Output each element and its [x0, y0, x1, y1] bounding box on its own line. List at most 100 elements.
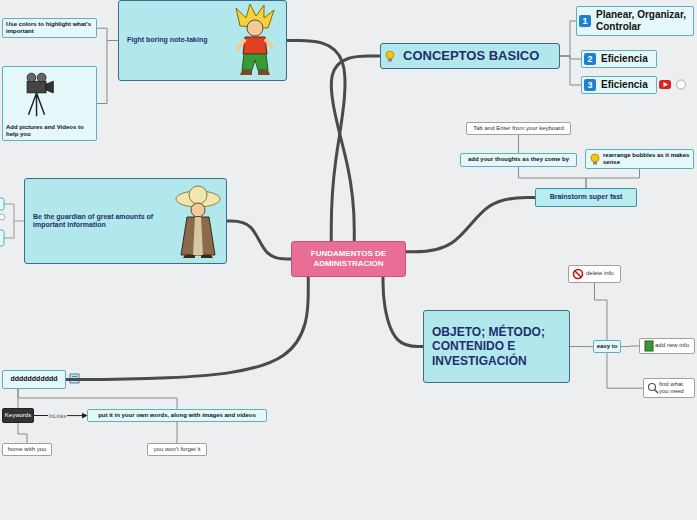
book-cover [645, 341, 653, 351]
cut-icon [0, 214, 5, 220]
topic-text: home with you [8, 446, 47, 453]
sub-branch [177, 422, 178, 443]
sub-branch [518, 135, 519, 153]
topic-text: OBJETO; MÉTODO; CONTENIDO E INVESTIGACIÓ… [432, 325, 551, 368]
main-branch [406, 198, 535, 252]
main-branch [287, 41, 345, 242]
edge-label: InLinks [48, 413, 67, 419]
lens [649, 384, 656, 391]
topic-text: add new info [655, 342, 689, 349]
topic-text: ddddddddddd [10, 375, 57, 383]
topic-text: find what you need [659, 381, 692, 395]
topic-icon [572, 268, 584, 280]
reel [37, 73, 46, 82]
main-branch [227, 221, 291, 259]
forbid-bar [575, 271, 581, 277]
topic-text: Fight boring note-taking [127, 36, 208, 44]
topic-text: put it in your own words, along with ima… [98, 412, 256, 419]
subtopic: Brainstorm super fast [535, 188, 637, 207]
sub-branch [18, 423, 27, 443]
subtopic: rearrange bubbles as it makes sense [585, 149, 694, 169]
central-topic: FUNDAMENTOS DE ADMINISTRACION [291, 241, 406, 277]
face [247, 20, 263, 36]
forbid-ring [574, 270, 583, 279]
main-topic: CONCEPTOS BASICO [380, 43, 560, 69]
subtopic: find what you need [643, 378, 695, 398]
main-topic: OBJETO; MÉTODO; CONTENIDO E INVESTIGACIÓ… [423, 310, 570, 383]
subtopic: Planear, Organizar, Controlar [576, 6, 694, 36]
subtopic: Use colors to highlight what's important [2, 18, 97, 38]
lens-handle [655, 390, 659, 394]
subtopic: easy to [593, 340, 621, 353]
topic-text: Add pictures and Videos to help you [6, 124, 93, 138]
topic-icon [589, 153, 601, 165]
illustration [173, 184, 223, 260]
feet [183, 255, 213, 258]
topic-text: Be the guardian of great amounts of impo… [33, 213, 156, 230]
main-topic: Be the guardian of great amounts of impo… [24, 178, 227, 264]
topic-text: Keywords [5, 412, 31, 419]
topic-text: you won't forget it [154, 446, 201, 453]
main-branch [383, 277, 423, 347]
subtopic: put it in your own words, along with ima… [87, 409, 267, 422]
callout-number: 3 [584, 79, 596, 91]
robe-front [193, 217, 203, 255]
topic-text: rearrange bubbles as it makes sense [603, 152, 690, 166]
bulb-base [388, 59, 392, 62]
bulb-base [593, 162, 597, 165]
topic-text: CONCEPTOS BASICO [403, 48, 539, 64]
illustration [229, 4, 281, 78]
reel [27, 73, 36, 82]
sub-branch [97, 41, 118, 104]
callout-number: 2 [584, 53, 596, 65]
hat-top [189, 186, 207, 204]
sub-branch [18, 389, 177, 409]
topic-text: delete info [586, 270, 614, 277]
bulb-glass [386, 51, 394, 59]
topic-icon [384, 50, 396, 62]
sub-branch [621, 346, 639, 348]
arms [237, 39, 273, 50]
subtopic: add new info [639, 338, 695, 354]
bulb-glass [591, 154, 599, 162]
sub-branch [595, 283, 608, 340]
robe [181, 217, 215, 255]
sub-branch [560, 56, 581, 85]
topic-text: add your thoughts as they come by [468, 156, 569, 163]
info-icon [677, 80, 686, 89]
sub-branch [607, 353, 643, 388]
tripod [29, 93, 45, 116]
subtopic: delete info [568, 265, 621, 283]
video-icon [659, 80, 671, 89]
branch-line [4, 204, 24, 238]
subtopic: add your thoughts as they come by [460, 153, 577, 167]
cut-node [0, 198, 4, 210]
topic-text: Eficiencia [601, 79, 648, 91]
main-branch [66, 277, 308, 380]
topic-text: Use colors to highlight what's important [6, 21, 93, 35]
subtopic: Tab and Enter from your keyboard [466, 122, 571, 135]
subtopic: Add pictures and Videos to help you [2, 66, 97, 141]
main-topic: Fight boring note-taking [118, 0, 287, 81]
sub-branch [560, 21, 576, 56]
video-icon-play [664, 82, 669, 87]
subtopic: Keywords [2, 408, 34, 423]
cut-node [0, 230, 4, 246]
sub-branch [570, 346, 593, 347]
topic-text: easy to [597, 343, 618, 350]
sub-branch [519, 167, 587, 188]
lens [46, 81, 53, 93]
subtopic: you won't forget it [147, 443, 207, 456]
topic-text: Planear, Organizar, Controlar [596, 9, 689, 33]
legs [242, 54, 268, 70]
illustration [13, 71, 63, 125]
callout-number: 1 [579, 15, 591, 27]
topic-text: FUNDAMENTOS DE ADMINISTRACION [297, 249, 400, 268]
topic-text: Eficiencia [601, 53, 648, 65]
topic-text: Tab and Enter from your keyboard [473, 125, 564, 132]
sub-branch [586, 169, 640, 188]
sub-branch [97, 28, 118, 40]
face [191, 203, 205, 217]
topic-text: Brainstorm super fast [550, 193, 623, 201]
topic-icon [643, 340, 655, 352]
